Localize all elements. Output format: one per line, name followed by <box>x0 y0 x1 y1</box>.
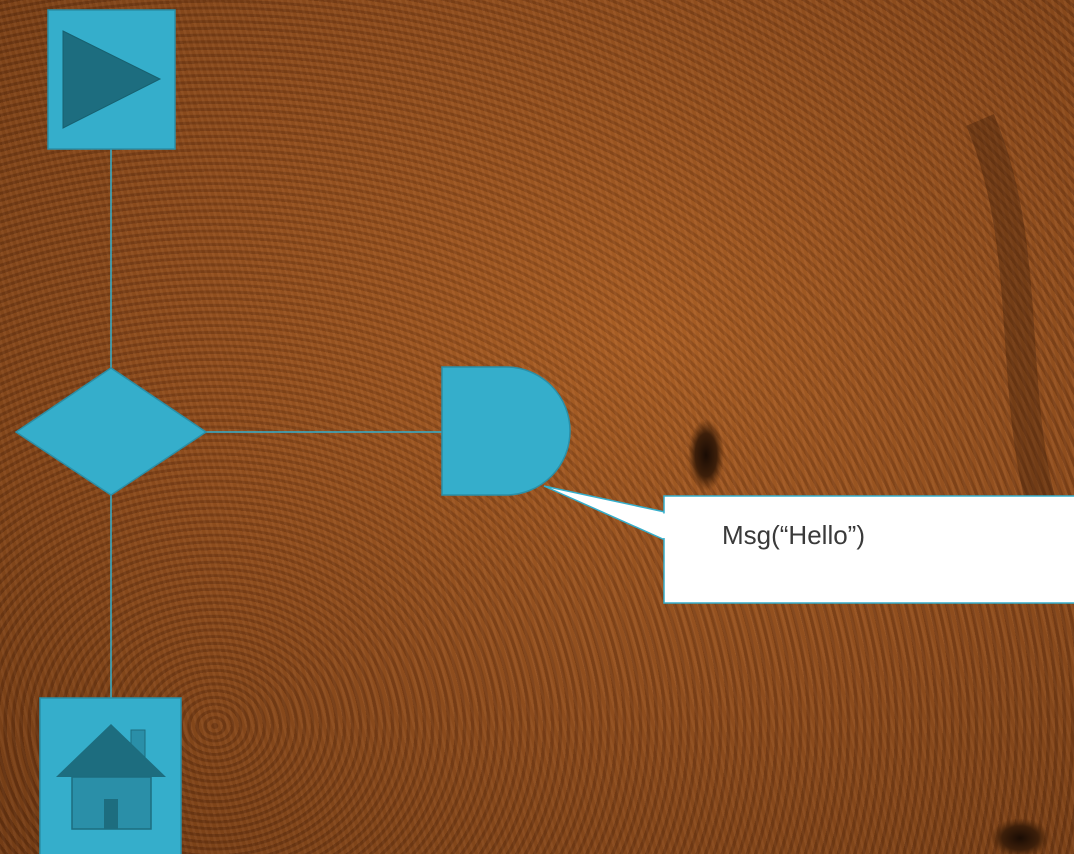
delay-shape[interactable] <box>441 366 571 496</box>
home-button[interactable] <box>39 697 182 854</box>
home-icon <box>56 724 166 830</box>
start-button[interactable] <box>47 9 176 150</box>
callout <box>543 485 1074 604</box>
decision-diamond[interactable] <box>14 367 208 496</box>
callout-text: Msg(“Hello”) <box>722 520 865 550</box>
play-icon <box>62 30 162 129</box>
callout-box <box>663 495 1074 604</box>
callout-pointer <box>543 485 666 542</box>
